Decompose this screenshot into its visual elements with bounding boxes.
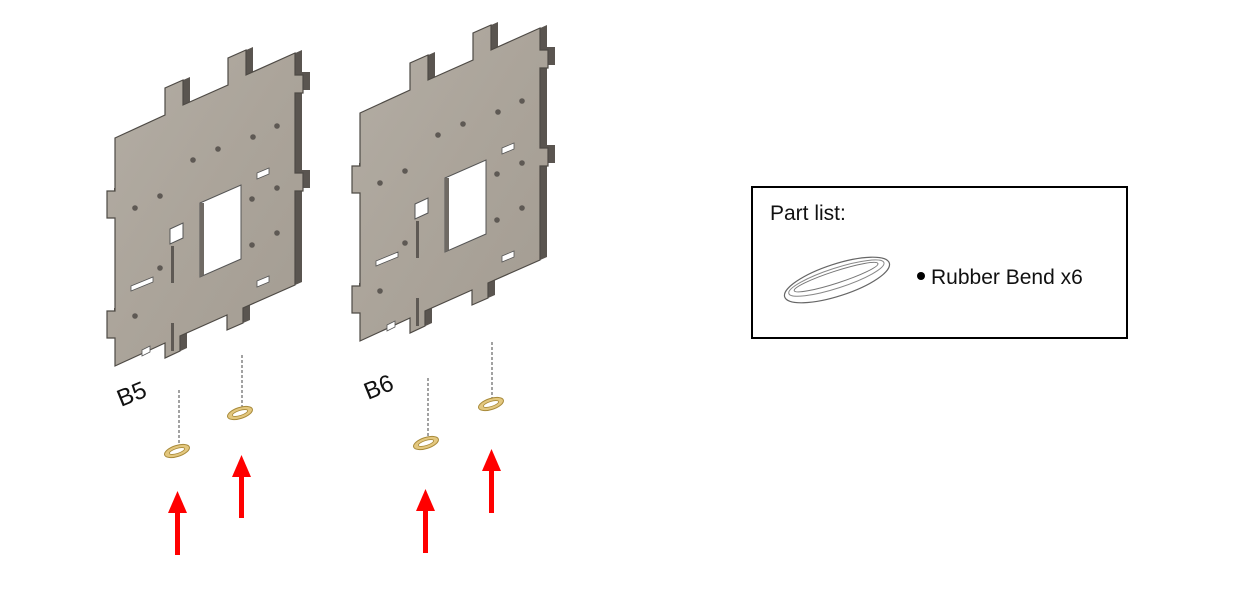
rubber-band-icon <box>783 256 891 304</box>
red-arrow-up <box>482 449 501 513</box>
rubber-band <box>225 403 255 423</box>
part-list-box: Part list: Rubber Bend x6 <box>751 186 1128 339</box>
part-list-title: Part list: <box>770 202 846 225</box>
bullet-icon <box>917 272 925 281</box>
part-item-text: Rubber Bend x6 <box>931 266 1083 289</box>
red-arrow-up <box>168 491 187 555</box>
panel-label: B6 <box>360 370 397 406</box>
rubber-band <box>162 441 192 461</box>
panel-label: B5 <box>113 377 150 413</box>
panel-b5: B5 <box>106 47 310 413</box>
red-arrow-up <box>416 489 435 553</box>
rubber-band <box>411 433 441 453</box>
rubber-band <box>476 394 506 414</box>
panel-b6: B6 <box>351 22 555 406</box>
part-list-item: Rubber Bend x6 <box>917 266 1083 290</box>
red-arrow-up <box>232 455 251 518</box>
